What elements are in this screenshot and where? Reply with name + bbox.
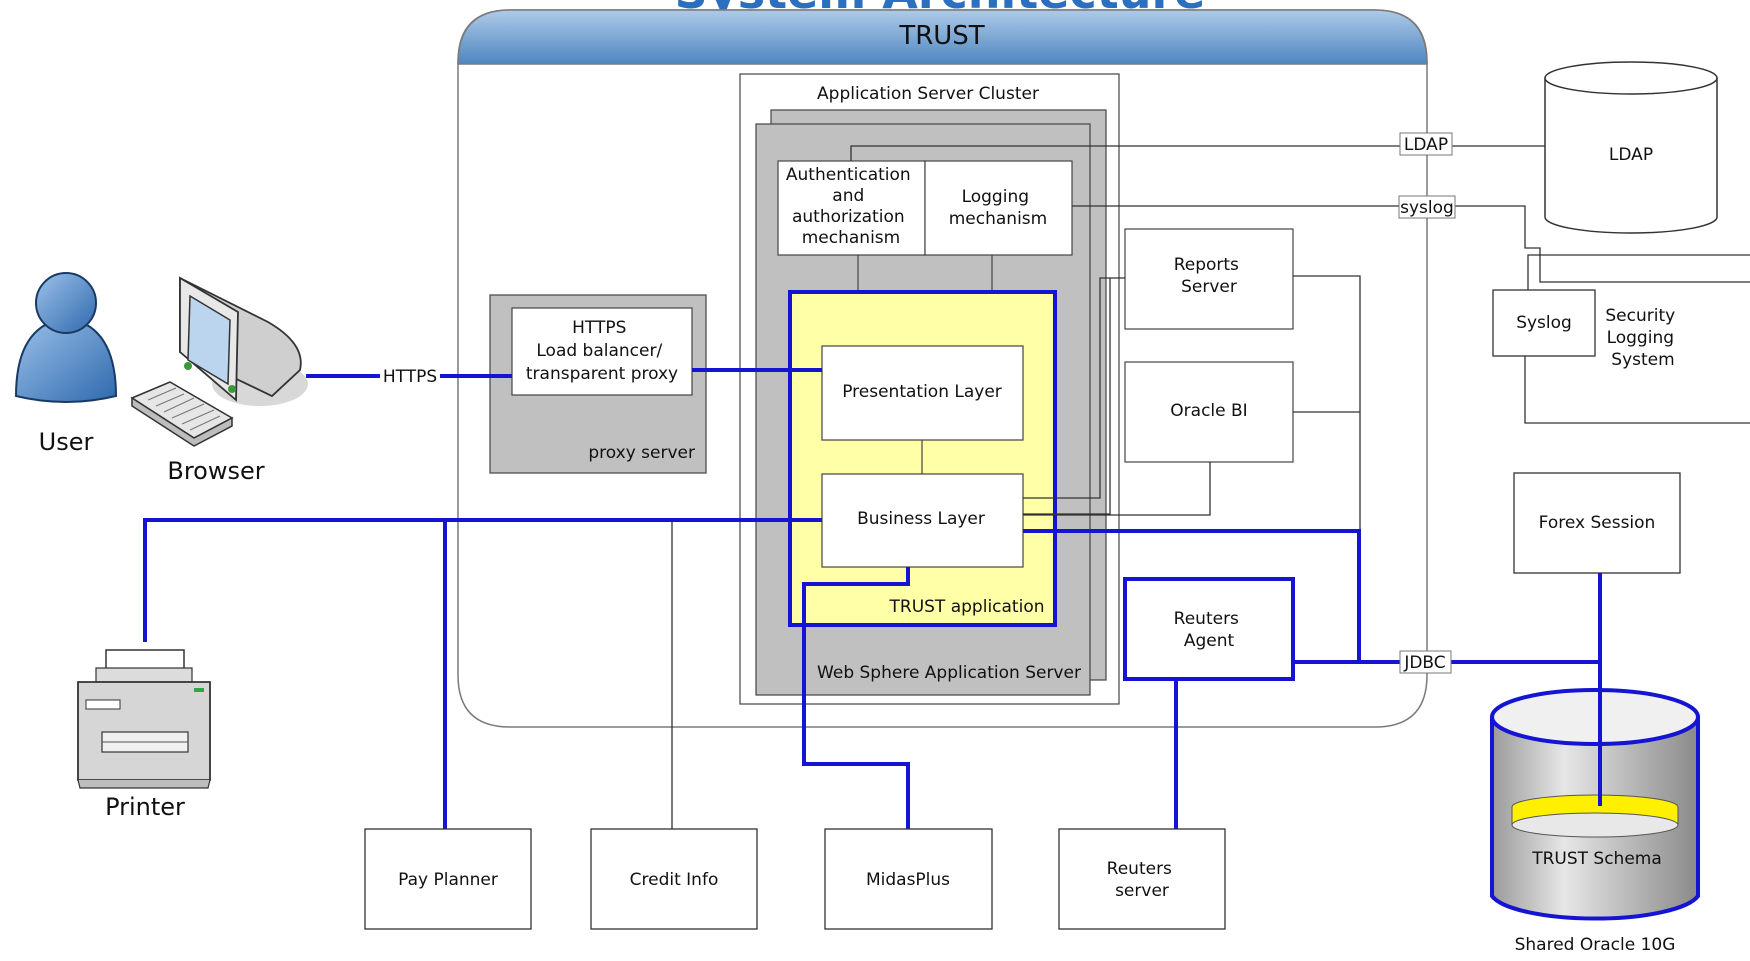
proxy-line: HTTPS <box>572 318 626 338</box>
logging-text: Logging mechanism <box>949 187 1047 229</box>
reuters-server-line: server <box>1115 881 1169 901</box>
proxy-line: Load balancer/ <box>536 341 662 361</box>
proxy-line: transparent proxy <box>526 364 678 384</box>
credit-info-label: Credit Info <box>630 870 719 890</box>
ldap-db-label: LDAP <box>1609 145 1653 165</box>
printer-label: Printer <box>105 793 185 821</box>
logging-line: Logging <box>962 187 1029 207</box>
reuters-agent-line: Agent <box>1184 631 1235 651</box>
auth-line: authorization <box>792 207 905 227</box>
jdbc-label: JDBC <box>1403 653 1445 673</box>
oracle-bi <box>1124 361 1294 463</box>
security-logging-text: Security Logging System <box>1605 306 1680 370</box>
auth-line: Authentication <box>786 165 911 185</box>
reports-text: Reports Server <box>1174 255 1245 297</box>
business-label: Business Layer <box>857 509 985 529</box>
cluster-label: Application Server Cluster <box>817 84 1039 104</box>
security-logging-line: Logging <box>1607 328 1674 348</box>
ldap-link-label: LDAP <box>1399 132 1453 156</box>
trust-app-label: TRUST application <box>889 597 1045 617</box>
ldap-database: LDAP <box>1544 61 1718 234</box>
reuters-agent-line: Reuters <box>1174 609 1239 629</box>
user-icon <box>14 272 118 403</box>
auth-line: mechanism <box>802 228 900 248</box>
trust-header-bar <box>457 9 1428 65</box>
auth-line: and <box>832 186 864 206</box>
user-label: User <box>39 428 94 456</box>
oracle-database: TRUST Schema <box>1490 688 1700 921</box>
syslog-link-label: syslog <box>1398 195 1456 219</box>
forex-label: Forex Session <box>1539 513 1656 533</box>
websphere-label: Web Sphere Application Server <box>817 663 1081 683</box>
security-logging-line: Security <box>1605 306 1675 326</box>
reuters-server <box>1058 828 1226 930</box>
jdbc-link-label: JDBC <box>1399 650 1452 674</box>
reports-line: Server <box>1181 277 1237 297</box>
reuters-server-text: Reuters server <box>1107 859 1178 901</box>
browser-label: Browser <box>167 457 264 485</box>
https-label: HTTPS <box>383 367 437 387</box>
syslog-box <box>1492 289 1596 357</box>
auth-text: Authentication and authorization mechani… <box>786 165 916 248</box>
logging-line: mechanism <box>949 209 1047 229</box>
reports-server <box>1124 228 1294 330</box>
auth-box <box>777 160 926 256</box>
pay-planner-label: Pay Planner <box>398 870 498 890</box>
syslog-box-label: Syslog <box>1516 313 1572 333</box>
proxy-server-label: proxy server <box>588 443 695 463</box>
proxy-box <box>511 307 693 396</box>
reuters-agent <box>1123 577 1295 681</box>
logging-box <box>924 160 1073 256</box>
presentation-layer <box>821 345 1024 441</box>
oracle-label: Shared Oracle 10G <box>1515 935 1676 955</box>
trust-schema-label: TRUST Schema <box>1531 849 1662 869</box>
business-layer <box>821 473 1024 568</box>
trust-header: TRUST <box>898 21 984 51</box>
reuters-server-line: Reuters <box>1107 859 1172 879</box>
printer-icon <box>77 649 211 789</box>
midasplus <box>824 828 993 930</box>
computer-icon <box>130 276 308 447</box>
presentation-label: Presentation Layer <box>842 382 1002 402</box>
midasplus-label: MidasPlus <box>866 870 950 890</box>
security-logging-line: System <box>1611 350 1674 370</box>
reports-line: Reports <box>1174 255 1239 275</box>
reuters-agent-text: Reuters Agent <box>1174 609 1245 651</box>
credit-info <box>590 828 758 930</box>
ldap-label: LDAP <box>1404 135 1448 155</box>
https-link-label: HTTPS <box>380 365 440 387</box>
proxy-text: HTTPS Load balancer/ transparent proxy <box>526 318 678 384</box>
forex-session <box>1513 472 1681 574</box>
pay-planner <box>364 828 532 930</box>
oracle-bi-label: Oracle BI <box>1170 401 1247 421</box>
security-logging-system: Syslog Security Logging System <box>1492 254 1750 370</box>
syslog-link: syslog <box>1400 198 1454 218</box>
